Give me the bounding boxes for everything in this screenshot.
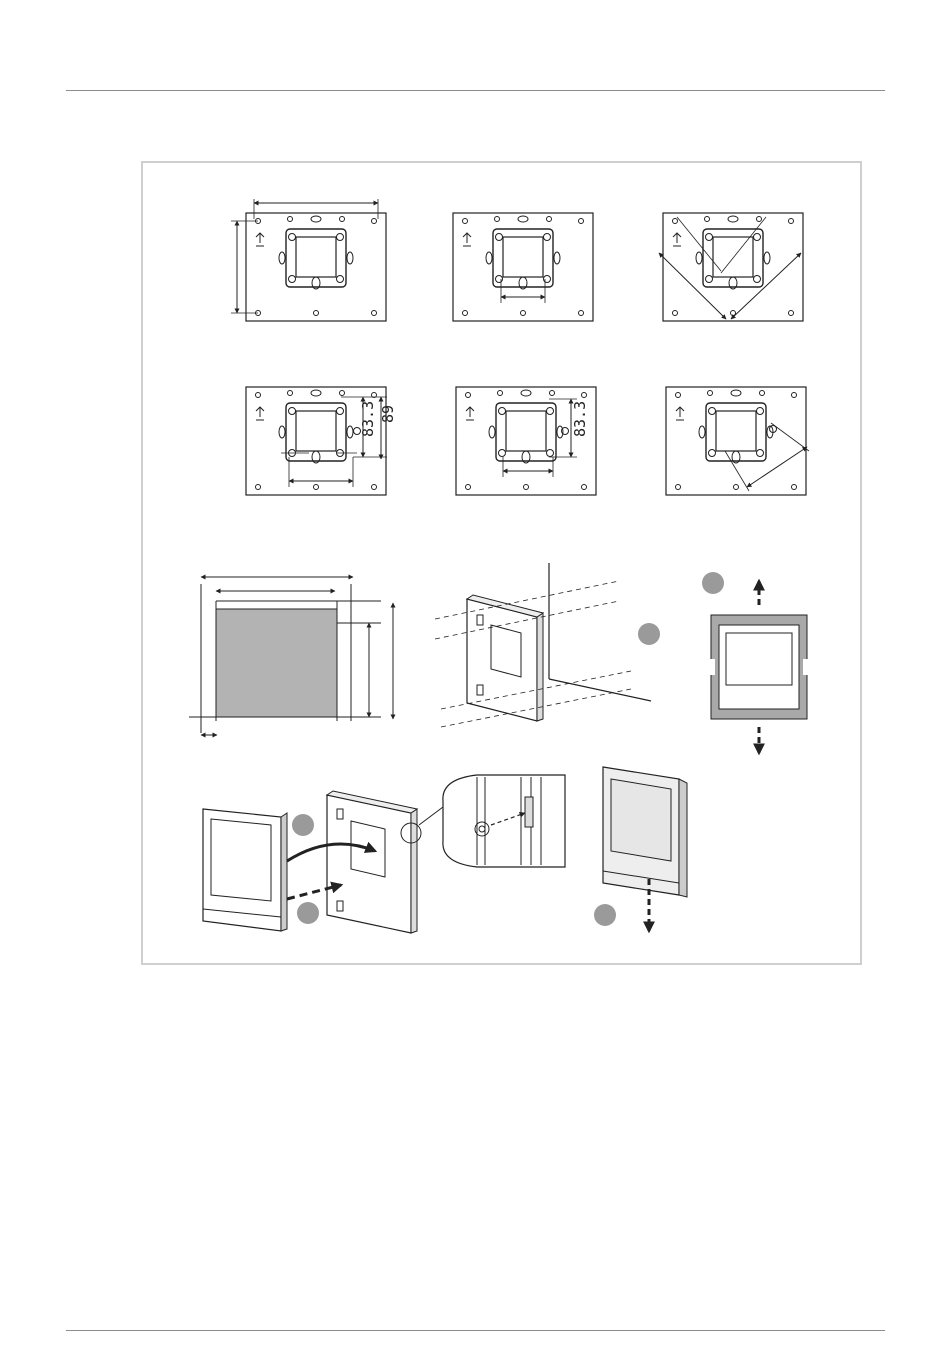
dim-89-label: 89 bbox=[379, 405, 397, 423]
plate-5-vertical-dimensions: 83.3 bbox=[456, 387, 596, 495]
footer-rule bbox=[66, 1330, 885, 1331]
plate-1-overall-dimensions bbox=[231, 199, 386, 321]
panel-attach-diagram bbox=[203, 791, 443, 933]
step-marker bbox=[702, 572, 724, 594]
wall-cutout-diagram bbox=[189, 577, 393, 735]
plate-6-diagonal-dimension bbox=[666, 387, 809, 495]
dim-83-3-label-a: 83.3 bbox=[359, 401, 377, 437]
dim-83-3-label-b: 83.3 bbox=[571, 401, 589, 437]
step-marker bbox=[292, 814, 314, 836]
installation-figure: 83.3 89 83.3 bbox=[141, 161, 864, 967]
wall-mounting-plate-diagram bbox=[435, 563, 660, 727]
plate-2-box-spacing bbox=[453, 213, 593, 321]
plate-4-vertical-dimensions: 83.3 89 bbox=[246, 387, 397, 495]
step-marker bbox=[638, 623, 660, 645]
latch-detail-zoom bbox=[443, 775, 565, 867]
step-marker bbox=[297, 902, 319, 924]
plate-3-diagonal-dimensions bbox=[659, 213, 803, 321]
frame-removal-diagram bbox=[702, 572, 811, 753]
step-marker bbox=[594, 904, 616, 926]
panel-removal-diagram bbox=[594, 767, 687, 931]
header-rule bbox=[66, 90, 885, 91]
